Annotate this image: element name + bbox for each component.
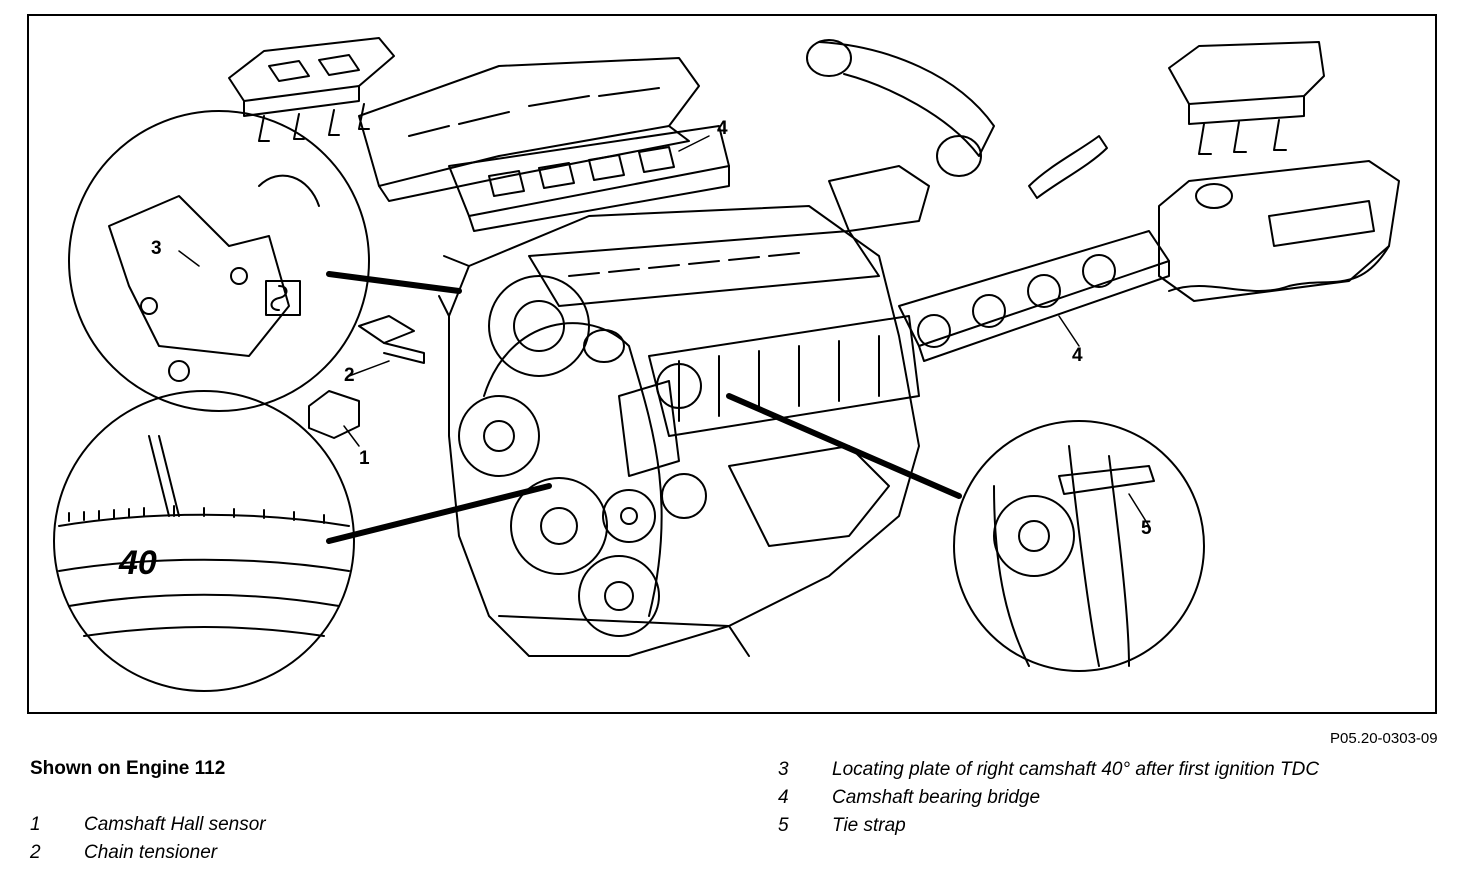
- detail-locating-plate: [68, 110, 462, 412]
- legend-item-text: Tie strap: [832, 815, 906, 836]
- camshaft-bearing-bridge-right: [898, 230, 1170, 362]
- cylinder-head-cover-left: [358, 57, 730, 232]
- camshaft-hall-sensor-part: [308, 390, 360, 439]
- legend-item-text: Camshaft bearing bridge: [832, 787, 1041, 808]
- legend-item-number: 1: [30, 814, 41, 835]
- legend-item-4: 4 Camshaft bearing bridge: [778, 787, 1040, 809]
- engine-exploded-illustration: 1 2 3 4 4 5 40: [53, 37, 1400, 692]
- legend-item-text: Locating plate of right camshaft 40° aft…: [832, 759, 1320, 780]
- chain-tensioner-part: [358, 315, 425, 364]
- detail-degree-mark: [53, 390, 552, 692]
- legend-item-5: 5 Tie strap: [778, 815, 906, 837]
- engine-block: [438, 205, 920, 657]
- callout-4-top: 4: [717, 118, 728, 139]
- callout-5: 5: [1141, 518, 1152, 539]
- legend-item-number: 4: [778, 787, 789, 808]
- ignition-coil-pack-left: [228, 37, 395, 142]
- ignition-coil-pack-right: [1168, 41, 1325, 155]
- legend-item-text: Chain tensioner: [84, 842, 218, 863]
- cylinder-head-cover-right: [1158, 160, 1400, 302]
- callout-2: 2: [344, 365, 355, 386]
- legend-item-number: 5: [778, 815, 789, 836]
- callout-3: 3: [151, 238, 162, 259]
- legend-item-2: 2 Chain tensioner: [30, 842, 217, 864]
- legend-item-number: 2: [30, 842, 41, 863]
- dial-degree-reading: 40: [118, 544, 157, 582]
- legend-item-text: Camshaft Hall sensor: [84, 814, 266, 835]
- caption-title: Shown on Engine 112: [30, 758, 226, 779]
- callout-4-right: 4: [1072, 345, 1083, 366]
- legend-item-3: 3 Locating plate of right camshaft 40° af…: [778, 759, 1319, 781]
- legend-item-1: 1 Camshaft Hall sensor: [30, 814, 266, 836]
- legend-item-number: 3: [778, 759, 789, 780]
- callout-1: 1: [359, 448, 370, 469]
- figure-id: P05.20-0303-09: [1330, 730, 1438, 747]
- engine-diagram-frame: 1 2 3 4 4 5 40: [27, 14, 1437, 714]
- detail-tie-strap: [726, 393, 1205, 672]
- air-intake-duct: [806, 39, 1108, 232]
